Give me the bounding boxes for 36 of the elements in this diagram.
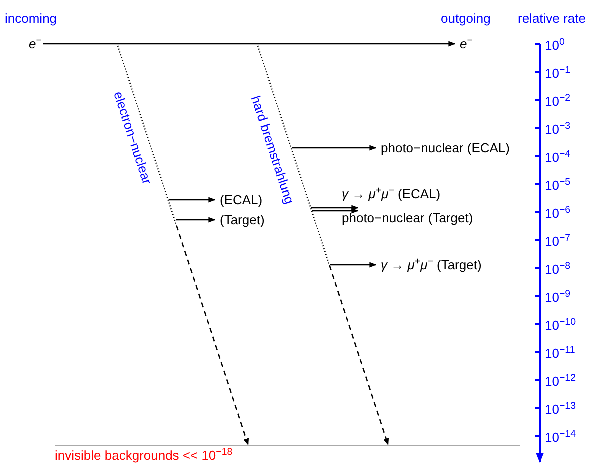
arrow	[330, 262, 377, 268]
tick-label: 10$^{−2}$	[545, 94, 571, 108]
process-label: (Target)	[220, 214, 265, 226]
axis-caption: outgoing	[441, 12, 491, 25]
tick-label: 10$^{0}$	[545, 38, 565, 52]
background-threshold	[55, 445, 520, 462]
arrow	[257, 46, 390, 446]
tick-label: 10$^{−4}$	[545, 150, 571, 164]
tick-label: 10$^{−14}$	[545, 430, 576, 444]
arrow	[312, 208, 359, 214]
arrow	[311, 205, 359, 211]
process-label: photo−nuclear (Target)	[342, 212, 474, 224]
tick-label: 10$^{−3}$	[545, 122, 571, 136]
particle-label: e$^{−}$	[29, 38, 42, 50]
arrow	[169, 197, 216, 203]
particle-label: e$^{−}$	[460, 38, 473, 50]
process-label: γ → μ$^{+}$μ$^{−}$ (ECAL)	[342, 188, 441, 200]
tick-label: 10$^{−10}$	[545, 318, 576, 332]
process-label: γ → μ$^{+}$μ$^{−}$ (Target)	[381, 258, 482, 272]
threshold-label: invisible backgrounds << 10$^{−18}$	[55, 448, 233, 463]
tick-label: 10$^{−13}$	[545, 402, 576, 416]
arrow	[292, 145, 377, 151]
arrow	[117, 46, 250, 446]
tick-label: 10$^{−8}$	[545, 262, 571, 276]
tick-label: 10$^{−9}$	[545, 290, 571, 304]
arrow	[176, 217, 216, 223]
axis-caption: incoming	[5, 12, 58, 25]
tick-label: 10$^{−5}$	[545, 178, 571, 192]
tick-label: 10$^{−12}$	[545, 374, 576, 388]
arrow	[43, 41, 456, 47]
tick-label: 10$^{−11}$	[545, 346, 576, 360]
tick-label: 10$^{−1}$	[545, 66, 571, 80]
tick-label: 10$^{−7}$	[545, 234, 571, 248]
tick-label: 10$^{−6}$	[545, 206, 571, 220]
process-label: photo−nuclear (ECAL)	[381, 142, 510, 154]
axis-title: relative rate	[518, 12, 586, 25]
